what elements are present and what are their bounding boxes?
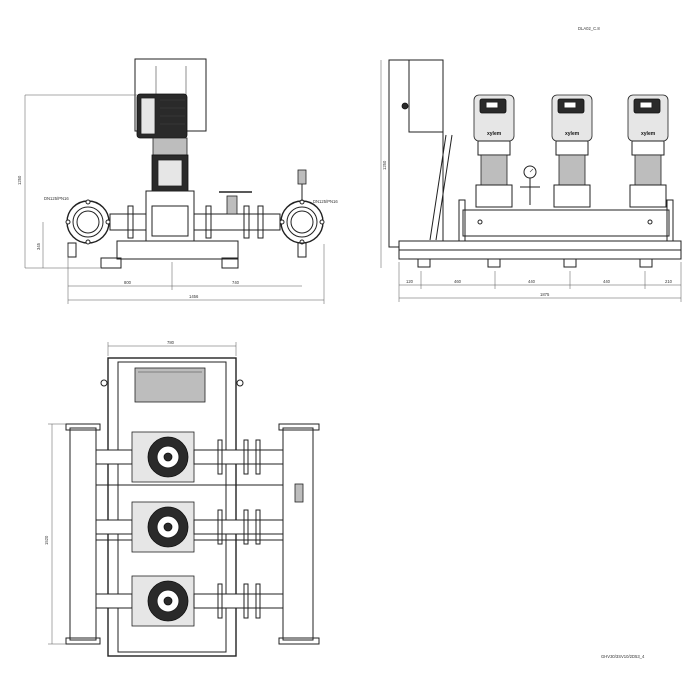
front-total-dim: 1456: [189, 294, 199, 299]
front-pipe-axis-dim: 345: [36, 242, 41, 250]
side-d4-dim: 440: [603, 279, 611, 284]
dn-label-right: DN125/PN16: [313, 199, 338, 204]
pump-1: xylem: [473, 94, 515, 208]
top-width-dim: 780: [167, 340, 175, 345]
front-height-dim: 1250: [17, 175, 22, 185]
side-height-dim: 1250: [382, 160, 387, 170]
pump-top-3: [95, 575, 284, 627]
pump-2-brand: xylem: [565, 131, 580, 137]
side-d3-dim: 440: [528, 279, 536, 284]
side-view: xylem xylem xylem: [380, 59, 682, 302]
pump-top-1: [95, 431, 284, 483]
front-view: DN125/PN16 DN125/PN16 1250 345 800 740 1…: [17, 58, 338, 304]
side-total-dim: 1875: [540, 292, 550, 297]
pump-top-2: [95, 501, 284, 553]
front-right-seg-dim: 740: [232, 280, 240, 285]
dn-label-left: DN125/PN16: [44, 196, 69, 201]
side-d2-dim: 460: [454, 279, 462, 284]
part-number: GHV30/3SV10/2D53_4: [601, 654, 645, 659]
side-d5-dim: 210: [665, 279, 673, 284]
pump-3: xylem: [627, 94, 669, 208]
pump-1-brand: xylem: [487, 131, 502, 137]
pump-2: xylem: [551, 94, 593, 208]
top-view: 780 1520: [44, 340, 320, 657]
drawing-reference: DLA02_C.8: [578, 26, 600, 31]
front-left-seg-dim: 800: [124, 280, 132, 285]
side-d1-dim: 120: [406, 279, 414, 284]
top-length-dim: 1520: [44, 535, 49, 545]
pump-3-brand: xylem: [641, 131, 656, 137]
